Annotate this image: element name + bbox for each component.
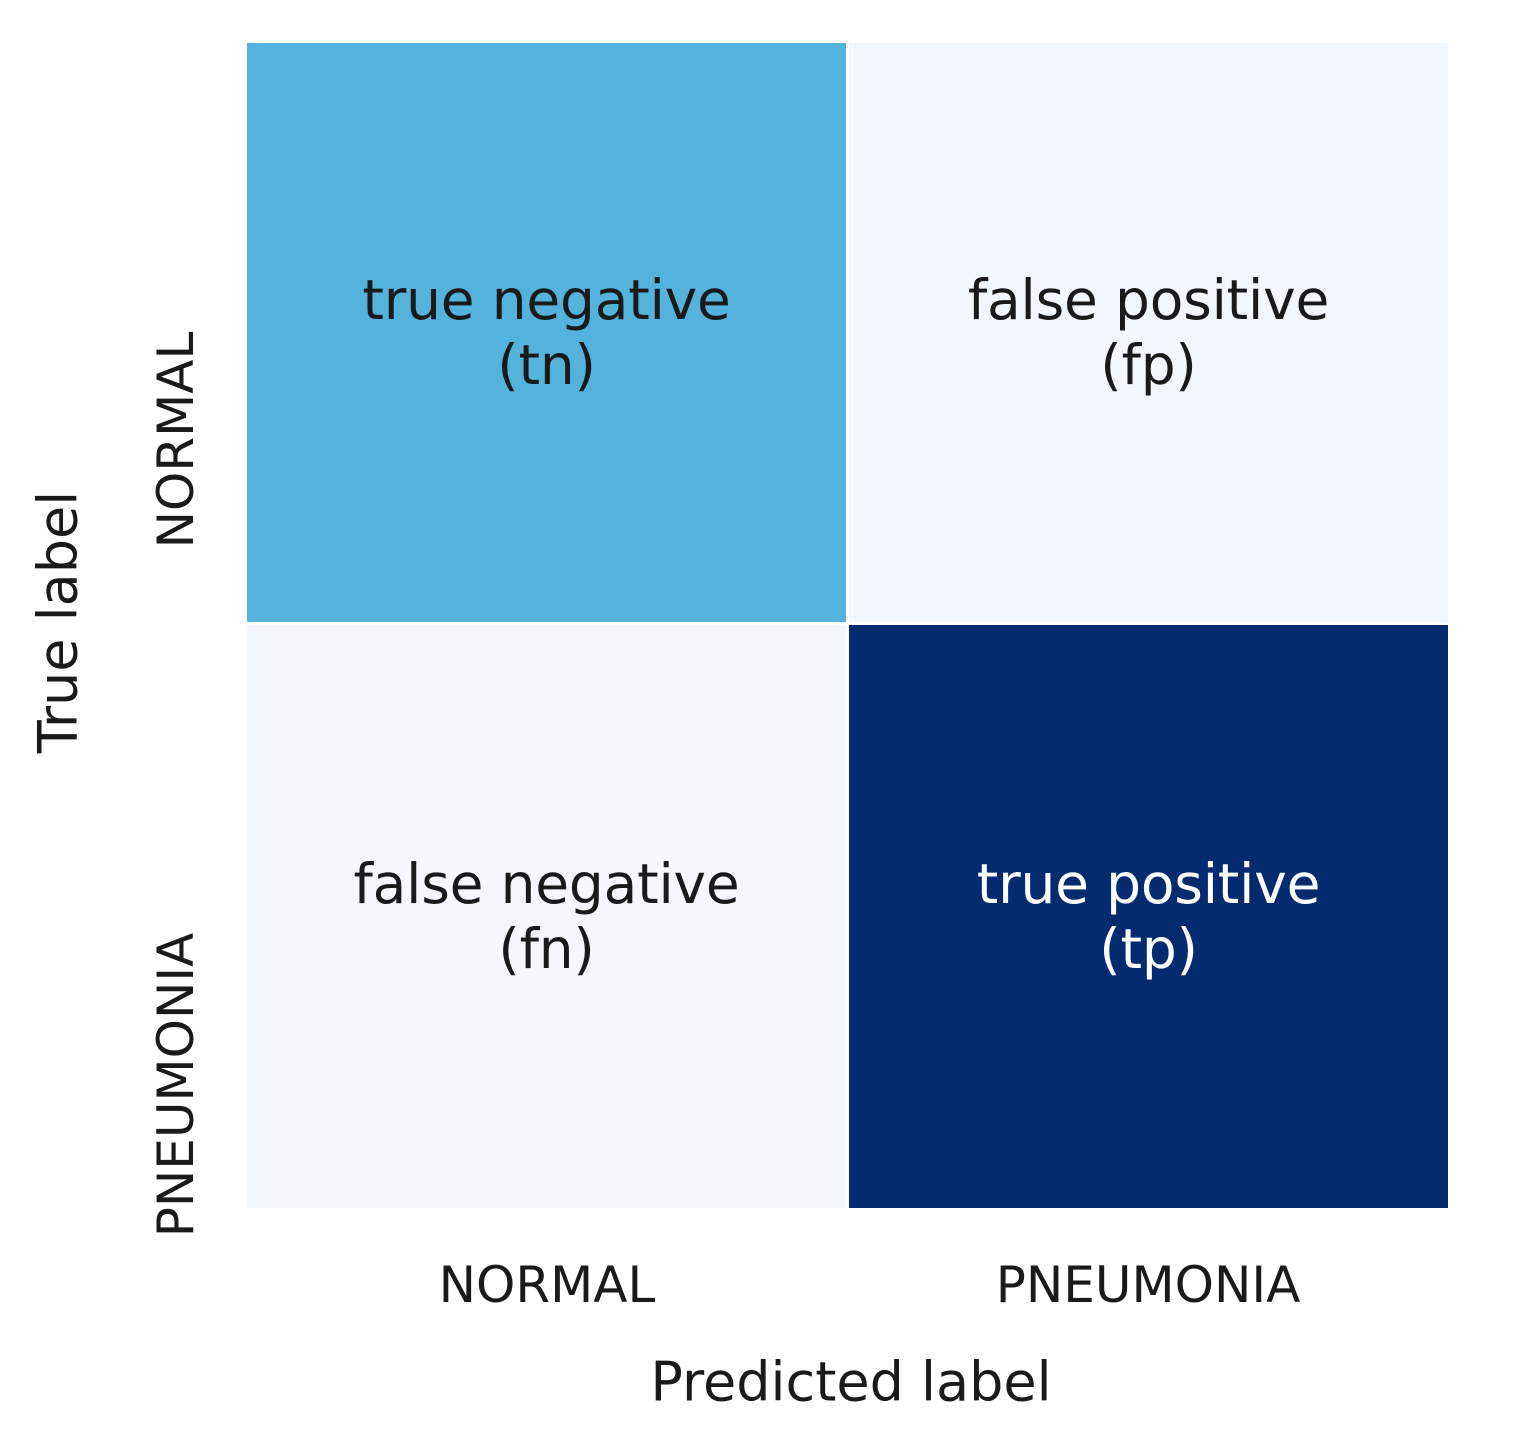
y-tick-label-normal: NORMAL <box>147 331 205 549</box>
matrix-cell-true-negative: true negative (tn) <box>247 43 846 622</box>
y-axis-title: True label <box>26 490 90 754</box>
matrix-cell-true-positive: true positive (tp) <box>849 625 1448 1208</box>
x-axis-title: Predicted label <box>650 1350 1052 1414</box>
y-tick-label-pneumonia: PNEUMONIA <box>147 932 205 1238</box>
confusion-matrix-grid: true negative (tn) false positive (fp) f… <box>247 43 1448 1208</box>
x-tick-label-normal: NORMAL <box>438 1256 656 1314</box>
matrix-cell-false-positive: false positive (fp) <box>849 43 1448 622</box>
matrix-cell-false-negative: false negative (fn) <box>247 625 846 1208</box>
x-tick-label-pneumonia: PNEUMONIA <box>995 1256 1301 1314</box>
